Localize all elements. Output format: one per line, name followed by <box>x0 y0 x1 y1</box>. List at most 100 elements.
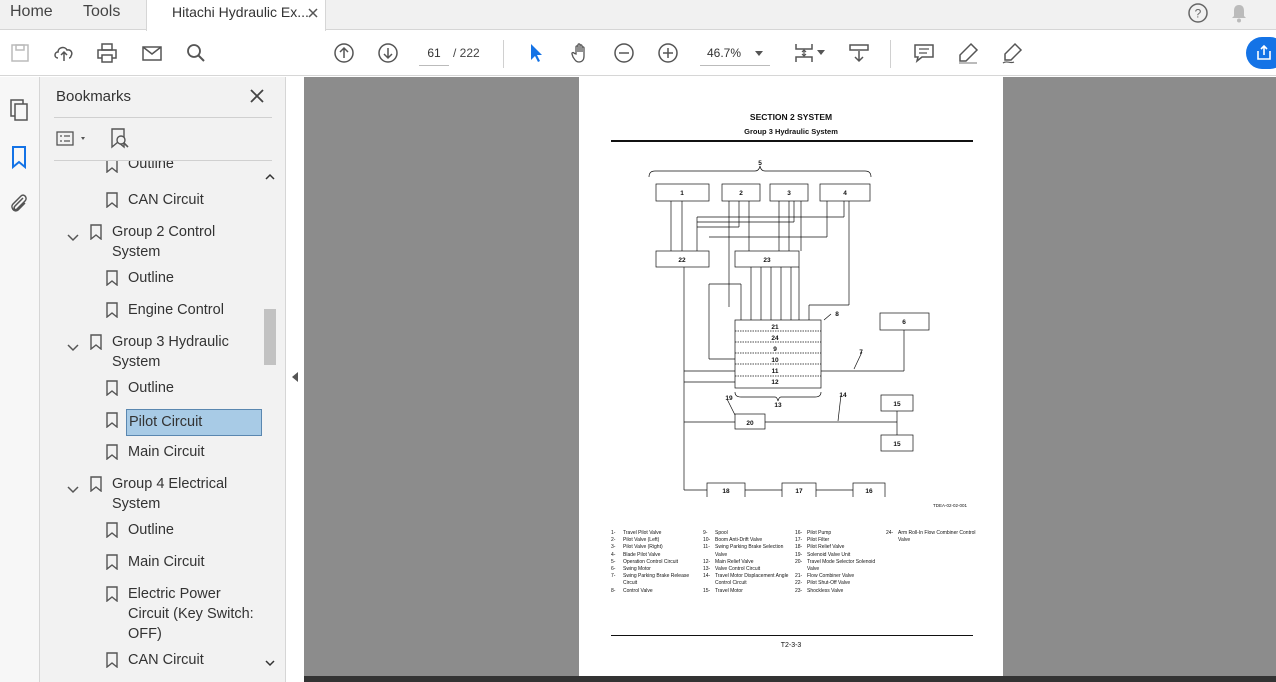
page-thumbnails-icon[interactable] <box>6 97 32 123</box>
hand-tool-icon[interactable] <box>566 39 594 67</box>
diagram-label: 8 <box>835 311 839 318</box>
diagram-label: 3 <box>787 190 791 197</box>
diagram-label: 2 <box>739 190 743 197</box>
bookmark-outline[interactable]: Outline <box>128 270 174 286</box>
bookmark-outline[interactable]: Outline <box>128 522 174 538</box>
bookmark-pilot-circuit-selected[interactable]: Pilot Circuit <box>126 409 262 436</box>
tab-tools[interactable]: Tools <box>83 3 121 20</box>
page-section-heading: SECTION 2 SYSTEM <box>749 112 833 122</box>
diagram-label: 11 <box>772 368 779 375</box>
bookmark-icon <box>106 192 118 209</box>
main-toolbar: / 222 46.7% <box>0 31 1276 76</box>
bookmark-icon <box>106 554 118 571</box>
bookmark-outline[interactable]: Outline <box>128 380 174 396</box>
bookmark-main-circuit[interactable]: Main Circuit <box>128 554 205 570</box>
diagram-label: 7 <box>859 349 863 356</box>
email-icon[interactable] <box>138 39 166 67</box>
bookmark-group-3-hydraulic-system[interactable]: Group 3 Hydraulic System <box>112 334 229 370</box>
page-header-rule <box>611 140 973 142</box>
tab-home[interactable]: Home <box>10 3 53 20</box>
scroll-up-icon[interactable] <box>262 171 278 183</box>
diagram-label: 23 <box>763 257 771 264</box>
scroll-down-icon[interactable] <box>262 657 278 669</box>
diagram-label: 18 <box>722 488 730 495</box>
bookmarks-scrollbar[interactable] <box>262 161 278 672</box>
attachments-paperclip-icon[interactable] <box>6 190 32 216</box>
bookmark-can-circuit[interactable]: CAN Circuit <box>128 192 204 208</box>
page-footer-rule <box>611 635 973 636</box>
bookmarks-panel-title: Bookmarks <box>56 88 132 105</box>
help-icon[interactable]: ? <box>1187 2 1209 24</box>
bookmark-engine-control[interactable]: Engine Control <box>128 302 224 318</box>
diagram-label: 12 <box>771 379 779 386</box>
document-viewer[interactable]: SECTION 2 SYSTEM Group 3 Hydraulic Syste… <box>304 77 1276 682</box>
select-cursor-icon[interactable] <box>522 39 550 67</box>
page-number-label: T2-3-3 <box>780 642 802 649</box>
chevron-down-icon[interactable] <box>67 481 79 494</box>
collapse-panel-icon[interactable] <box>288 370 302 384</box>
bookmark-icon <box>90 334 102 351</box>
diagram-label: 24 <box>771 335 779 342</box>
scroll-mode-icon[interactable] <box>845 39 873 67</box>
zoom-in-icon[interactable] <box>654 39 682 67</box>
figure-reference: TDEA-02-02-001 <box>933 503 968 508</box>
save-icon[interactable] <box>6 39 34 67</box>
print-icon[interactable] <box>93 39 121 67</box>
toolbar-divider <box>503 40 504 68</box>
scrollbar-thumb[interactable] <box>264 309 276 365</box>
find-bookmark-icon[interactable] <box>107 127 131 151</box>
bookmark-can-circuit[interactable]: CAN Circuit <box>128 652 204 668</box>
tab-bar: Home Tools Hitachi Hydraulic Ex... ? <box>0 0 1276 31</box>
status-strip <box>304 676 1276 682</box>
zoom-level-value: 46.7% <box>707 46 742 60</box>
diagram-label: 15 <box>893 401 901 408</box>
diagram-label: 19 <box>725 395 733 402</box>
zoom-chevron-down-icon[interactable] <box>755 51 763 56</box>
zoom-out-icon[interactable] <box>610 39 638 67</box>
legend-column-3: 16-Pilot Pump 17-Pilot Filter 18-Pilot R… <box>795 530 876 594</box>
share-button[interactable] <box>1246 37 1276 69</box>
diagram-label: 14 <box>839 392 847 399</box>
zoom-level-dropdown[interactable]: 46.7% <box>700 40 770 66</box>
bookmark-icon <box>106 522 118 539</box>
diagram-label: 10 <box>771 357 779 364</box>
sign-pen-icon[interactable] <box>998 39 1026 67</box>
page-fit-chevron-down-icon[interactable] <box>817 50 825 55</box>
diagram-label: 15 <box>893 441 901 448</box>
upload-cloud-icon[interactable] <box>50 39 78 67</box>
bookmark-tree: Outline CAN Circuit Group 2 Control Syst… <box>40 161 262 672</box>
bookmark-icon <box>106 270 118 287</box>
diagram-label: 21 <box>771 324 779 331</box>
bookmark-main-circuit[interactable]: Main Circuit <box>128 444 205 460</box>
bookmark-group-4-electrical-system[interactable]: Group 4 Electrical System <box>112 476 228 512</box>
comment-icon[interactable] <box>910 39 938 67</box>
bookmark-outline[interactable]: Outline <box>128 161 174 172</box>
highlight-pen-icon[interactable] <box>954 39 982 67</box>
close-panel-icon[interactable] <box>248 87 266 105</box>
chevron-down-icon[interactable] <box>67 339 79 352</box>
diagram-label: 16 <box>865 488 873 495</box>
navigation-rail <box>0 77 40 682</box>
bookmark-icon <box>106 586 118 603</box>
diagram-label: 17 <box>795 488 803 495</box>
chevron-down-icon[interactable] <box>67 229 79 242</box>
svg-text:?: ? <box>1195 7 1202 21</box>
panel-divider <box>54 117 272 118</box>
notification-bell-icon[interactable] <box>1228 2 1250 24</box>
search-icon[interactable] <box>182 39 210 67</box>
tab-document[interactable]: Hitachi Hydraulic Ex... <box>146 0 326 31</box>
bookmark-icon <box>106 444 118 461</box>
tab-close-icon[interactable] <box>306 6 320 20</box>
bookmark-electric-power-circuit[interactable]: Electric Power Circuit (Key Switch: OFF) <box>128 586 254 642</box>
bookmark-icon <box>90 476 102 493</box>
page-number-input[interactable] <box>419 40 449 66</box>
bookmark-options-menu[interactable] <box>55 127 91 151</box>
diagram-label: 5 <box>758 160 762 167</box>
bookmark-group-2-control-system[interactable]: Group 2 Control System <box>112 224 216 260</box>
bookmarks-icon[interactable] <box>6 144 32 170</box>
legend-column-2: 9-Spool 10-Boom Anti-Drift Valve 11-Swin… <box>703 530 789 594</box>
previous-page-icon[interactable] <box>330 39 358 67</box>
legend-column-4: 24-Arm Roll-In Flow Combiner Control Val… <box>886 530 976 544</box>
page-fit-icon[interactable] <box>790 39 818 67</box>
next-page-icon[interactable] <box>374 39 402 67</box>
